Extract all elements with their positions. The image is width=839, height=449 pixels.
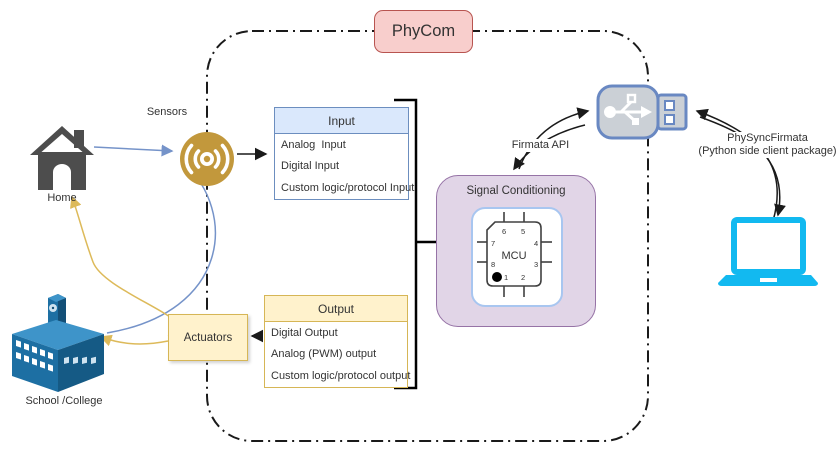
input-box-header: Input (275, 108, 408, 134)
phycom-title: PhyCom (391, 22, 456, 40)
output-row-analog-pwm: Analog (PWM) output (271, 348, 377, 361)
home-icon (30, 126, 94, 190)
signal-conditioning-box: Signal Conditioning 6 5 7 (436, 175, 596, 327)
mcu-label: MCU (501, 250, 526, 262)
actuators-label: Actuators (183, 331, 233, 344)
arrow-home-to-sensors (93, 144, 174, 157)
signal-conditioning-title: Signal Conditioning (466, 185, 566, 197)
school-icon (12, 294, 104, 392)
output-box-header: Output (265, 296, 407, 322)
home-label: Home (47, 192, 77, 204)
output-row-digital: Digital Output (271, 326, 338, 339)
physyncfirmata-label: PhySyncFirmata (Python side client packa… (695, 132, 839, 159)
firmata-api-label: Firmata API (498, 139, 583, 153)
input-row-analog: Analog Input (281, 138, 346, 151)
school-label: School /College (25, 395, 103, 407)
output-row-custom: Custom logic/protocol output (271, 369, 411, 382)
io-bracket (394, 98, 418, 390)
physyncfirmata-label-line1: PhySyncFirmata (727, 132, 808, 144)
arrow-actuators-to-school (99, 334, 169, 347)
svg-text:4: 4 (534, 239, 538, 248)
arrow-laptop-to-usb (695, 108, 779, 222)
arrow-school-to-sensors (106, 161, 217, 334)
input-box: Input Analog Input Digital Input Custom … (274, 107, 415, 200)
actuators-box: Actuators (168, 314, 248, 361)
input-row-digital: Digital Input (281, 160, 340, 173)
svg-text:5: 5 (521, 227, 525, 236)
usb-icon (596, 84, 688, 140)
mcu-chip-drawing: 6 5 7 4 8 3 1 2 MCU (477, 212, 552, 297)
laptop-icon (718, 217, 818, 286)
svg-text:7: 7 (491, 239, 495, 248)
input-row-custom: Custom logic/protocol Input (281, 181, 415, 194)
sensors-label: Sensors (146, 106, 188, 118)
svg-text:2: 2 (521, 273, 525, 282)
svg-text:3: 3 (534, 260, 538, 269)
physyncfirmata-label-line2: (Python side client package) (698, 145, 837, 158)
svg-text:8: 8 (491, 260, 495, 269)
mcu-chip-icon: 6 5 7 4 8 3 1 2 MCU (471, 207, 563, 307)
sensors-icon (180, 132, 234, 186)
phycom-title-box: PhyCom (374, 10, 473, 53)
svg-text:6: 6 (502, 227, 506, 236)
output-box: Output Digital Output Analog (PWM) outpu… (264, 295, 411, 388)
svg-text:1: 1 (504, 273, 508, 282)
